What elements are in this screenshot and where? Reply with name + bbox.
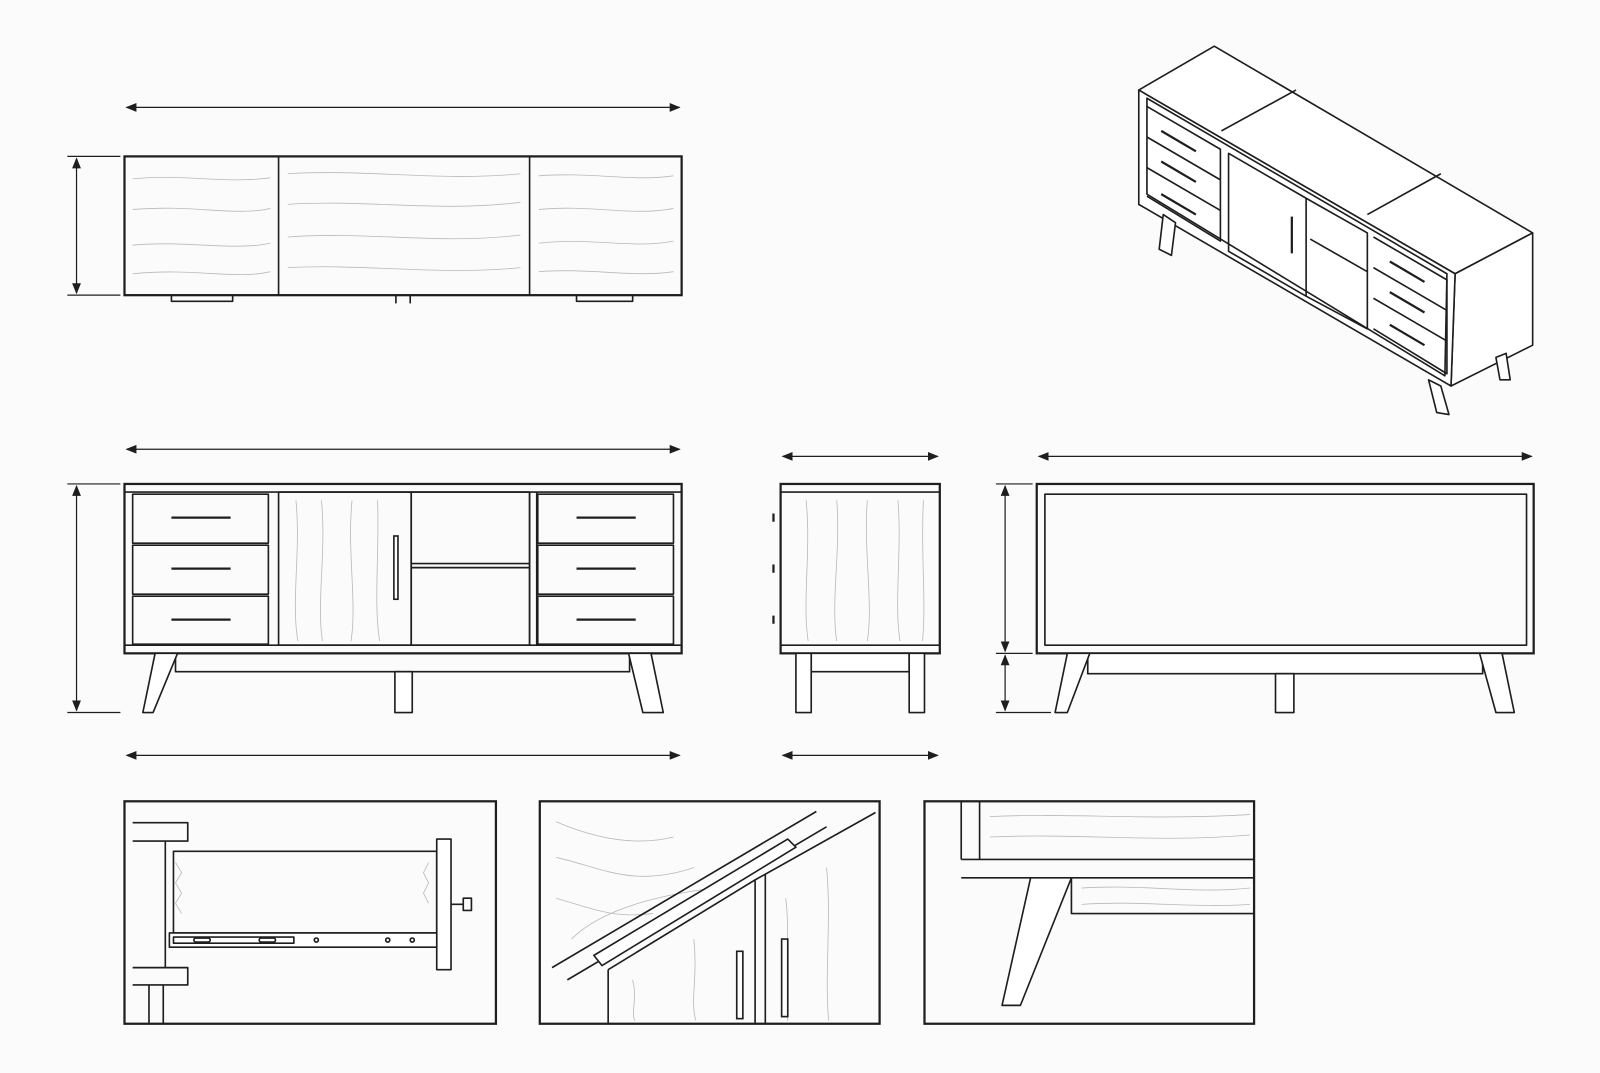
isometric-view — [1137, 45, 1534, 416]
door — [277, 491, 413, 646]
door-pull-right — [780, 938, 789, 1018]
door-handle — [393, 535, 399, 601]
door-track — [593, 838, 797, 967]
iso-left-drawers — [1146, 105, 1222, 242]
top-view — [67, 103, 683, 304]
top-panel — [123, 155, 683, 297]
detail-leg-joint — [923, 800, 1256, 1025]
open-shelf — [410, 491, 538, 646]
iso-front — [1137, 89, 1456, 387]
iso-legs — [1158, 213, 1512, 416]
iso-door — [1227, 152, 1369, 330]
left-drawers — [131, 493, 270, 645]
detail-drawer-slide — [123, 800, 498, 1025]
legs — [142, 652, 665, 714]
foot-right — [575, 294, 634, 303]
back-view — [995, 451, 1535, 714]
iso-right-drawers — [1373, 236, 1448, 375]
detail-sliding-door — [538, 800, 881, 1025]
back-panel — [1035, 482, 1535, 655]
top-grain — [132, 172, 674, 276]
foot-center — [395, 295, 412, 304]
side-view — [772, 451, 941, 760]
front-view — [67, 444, 683, 760]
angled-leg — [1001, 877, 1073, 1007]
side-panel — [779, 482, 941, 655]
door-pull-left — [735, 950, 744, 1020]
foot-left — [170, 294, 234, 303]
right-drawers — [536, 493, 675, 645]
